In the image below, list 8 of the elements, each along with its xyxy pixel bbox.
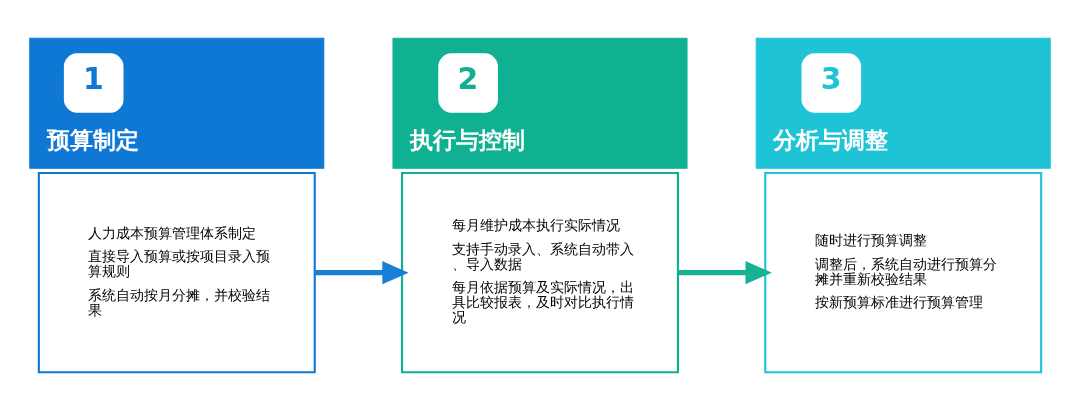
node-box: 1 预算制定 <box>29 37 325 169</box>
node-box: 2 执行与控制 <box>392 37 688 169</box>
node-box: 每月维护成本执行实际情况 支持手动录入、系统自动带入、导入数据 每月依据预算及实际情况，出具比较报表，及时对比执行情况 <box>401 171 679 373</box>
arrow <box>678 260 772 284</box>
node-box: 人力成本预算管理体系制定 直接导入预算或按项目录入预算规则 系统自动按月分摊，并校验结果 <box>37 171 316 373</box>
node-box: 随时进行预算调整 调整后，系统自动进行预算分摊并重新校验结果 按新预算标准进行预算管理 <box>764 171 1043 373</box>
node-box: 3 分析与调整 <box>755 37 1051 169</box>
arrow <box>314 260 409 284</box>
